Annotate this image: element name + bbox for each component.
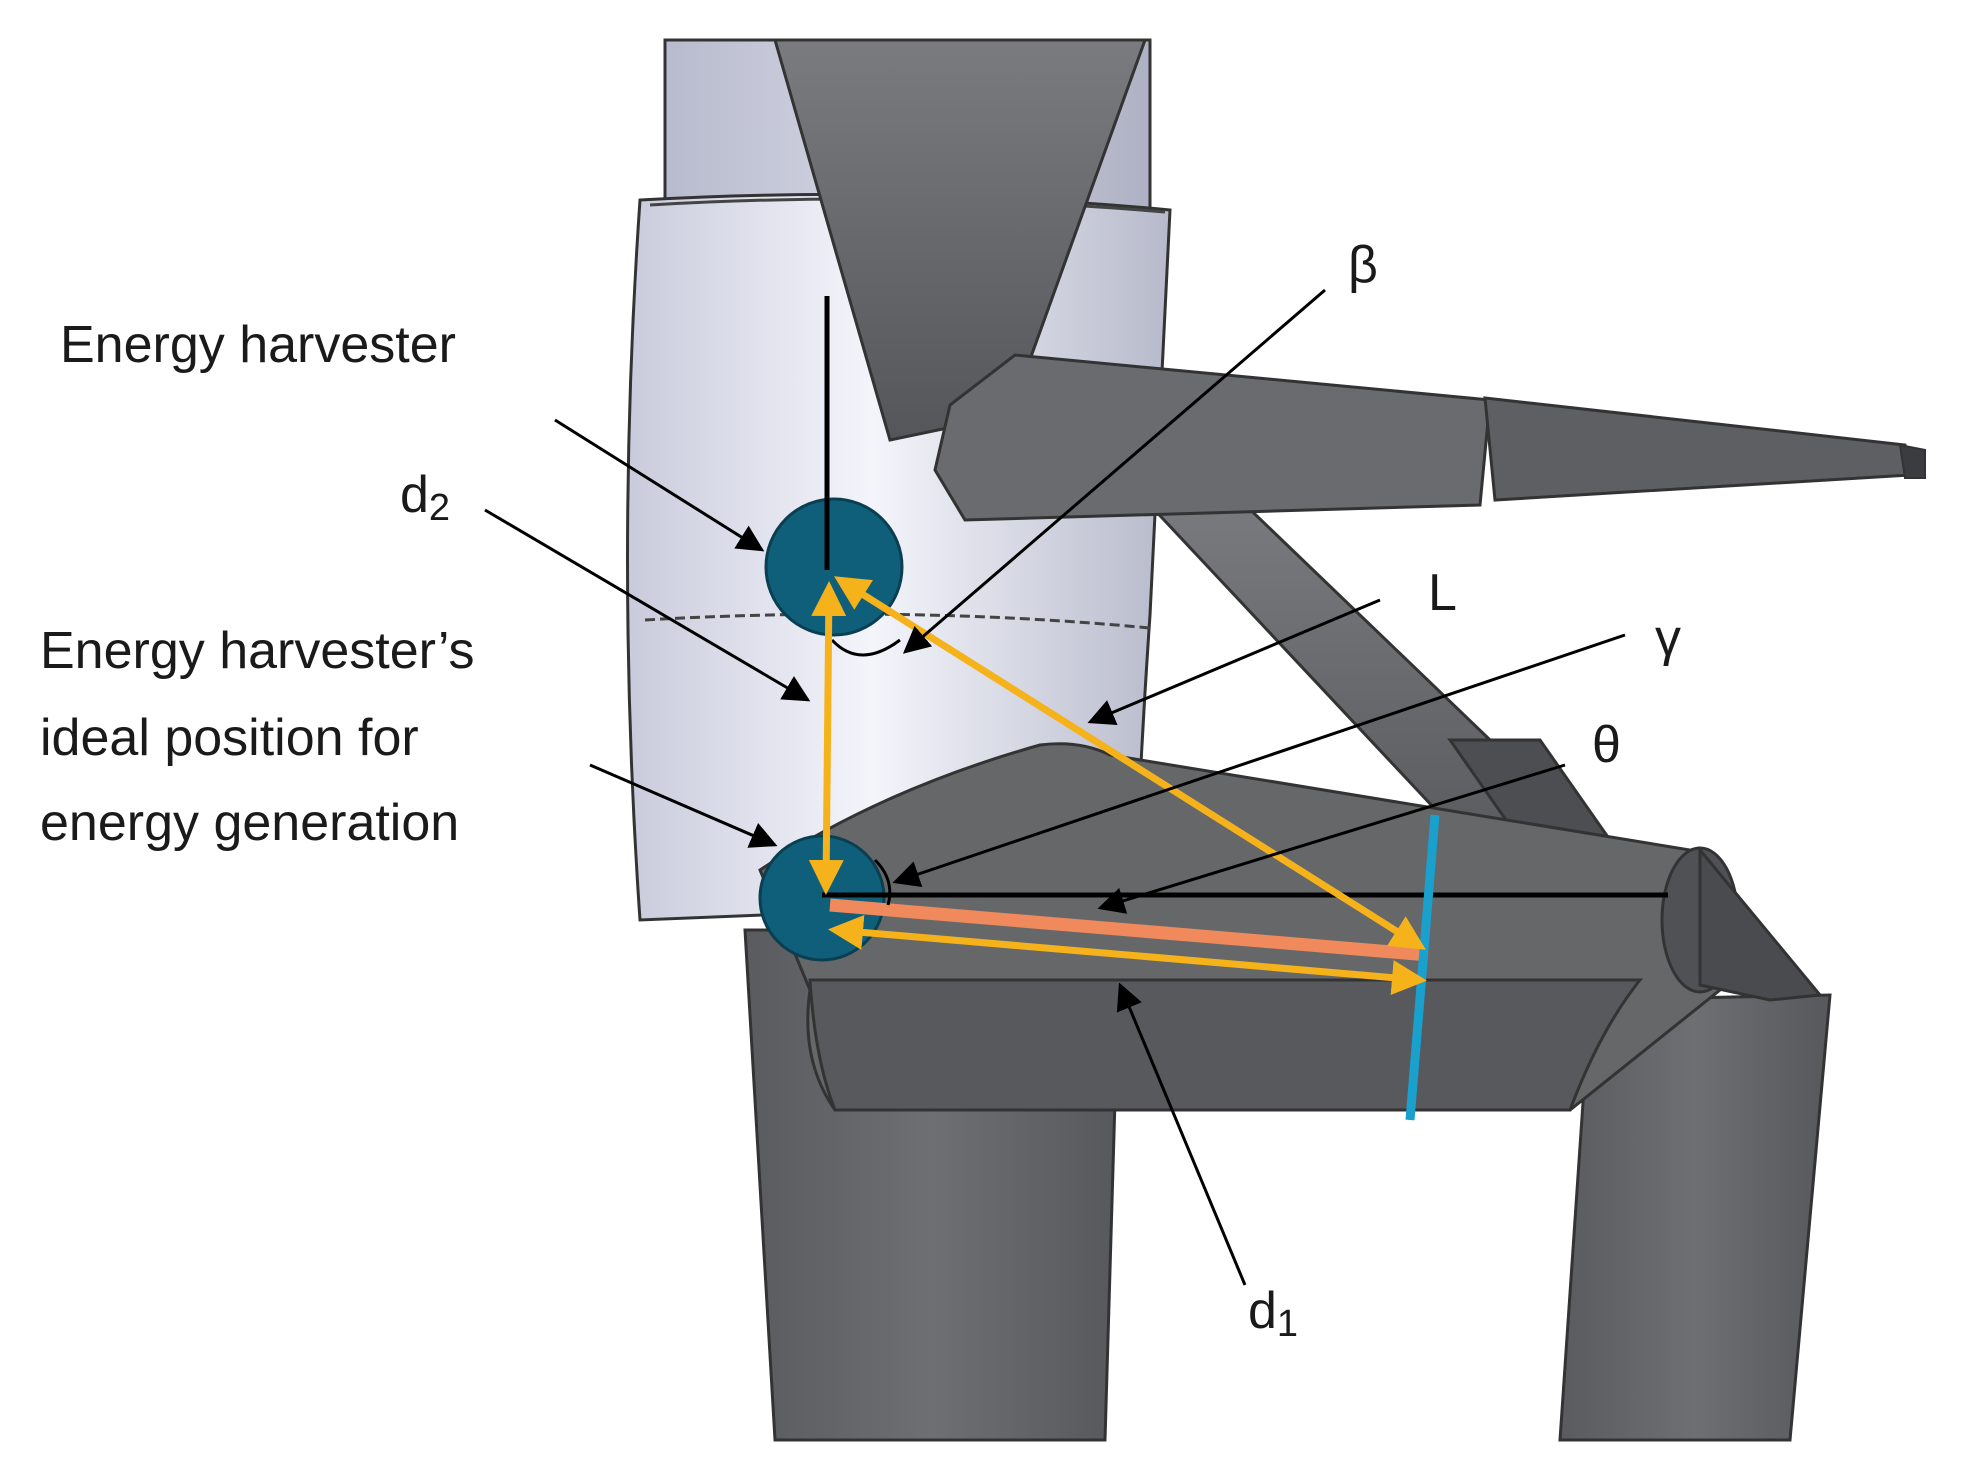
d1-label: d1: [1248, 1282, 1298, 1345]
ideal-position-label-line2: ideal position for: [40, 709, 419, 767]
d2-pointer: [484, 508, 811, 702]
gamma-pointer: [892, 633, 1626, 887]
d1-pointer: [1116, 982, 1247, 1286]
d2-label-base: d: [400, 466, 429, 524]
hand-tip: [1898, 443, 1926, 479]
hand: [1483, 396, 1912, 502]
energy-harvester-circle: [764, 497, 904, 637]
beta-label: β: [1348, 236, 1378, 294]
gamma-label: γ: [1655, 609, 1681, 667]
d1-vector-arrow: [828, 914, 1427, 996]
L-vector-arrow: [834, 576, 1426, 950]
knee-joint: [1698, 845, 1823, 1002]
energy-harvester-pointer: [554, 418, 765, 552]
thigh-underside: [808, 978, 1644, 1112]
L-label: L: [1428, 564, 1457, 622]
energy-harvester-label: Energy harvester: [60, 316, 456, 374]
ideal-position-label-line1: Energy harvester’s: [40, 622, 475, 680]
d2-vector-arrow: [808, 581, 847, 895]
ideal-position-pointer: [589, 763, 778, 848]
d1-label-sub: 1: [1277, 1303, 1298, 1345]
theta-label: θ: [1592, 716, 1621, 774]
d2-label-sub: 2: [429, 487, 450, 529]
ideal-position-circle: [758, 834, 886, 962]
body-model: [626, 38, 1926, 1442]
forearm: [933, 353, 1492, 522]
theta-pointer: [1097, 763, 1566, 914]
d1-label-base: d: [1248, 1282, 1277, 1340]
beta-pointer: [902, 288, 1326, 654]
L-pointer: [1087, 598, 1381, 726]
ideal-position-label-line3: energy generation: [40, 794, 459, 852]
d2-label: d2: [400, 466, 450, 529]
